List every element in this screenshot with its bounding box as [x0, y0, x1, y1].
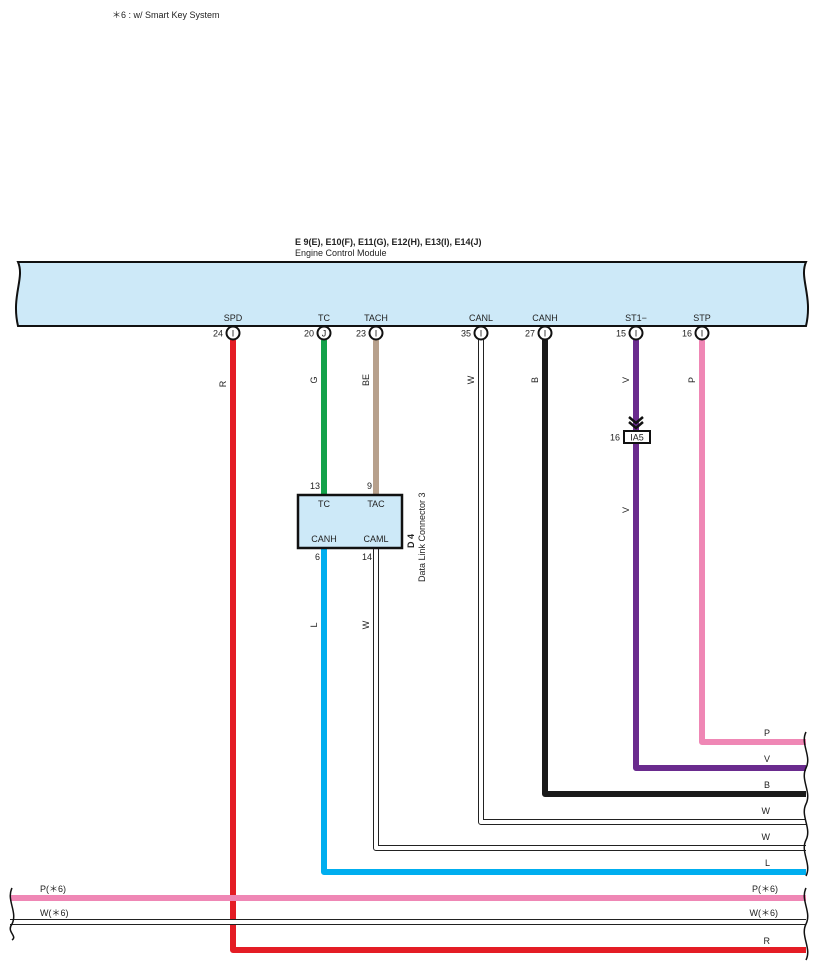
ecm-terminal-tach: I 23 [356, 325, 384, 341]
ecm-terminal-spd-label: SPD [224, 313, 243, 323]
wire-code-canl: W [466, 375, 476, 384]
right-label-w6: W(＊6) [750, 908, 779, 918]
ecm-title: E 9(E), E10(F), E11(G), E12(H), E13(I), … [295, 237, 482, 247]
ecm-pin-spd: 24 [213, 329, 223, 339]
right-edge-break-lower [803, 887, 809, 961]
ecm-terminal-st1-label: ST1− [625, 313, 647, 323]
ecm-pin-st1: 15 [616, 329, 626, 339]
ecm-terminal-stp-label: STP [693, 313, 711, 323]
right-edge-break-upper [803, 731, 809, 877]
dlc-name: Data Link Connector 3 [417, 492, 427, 582]
ecm-pin-canh: 27 [525, 329, 535, 339]
data-link-connector: TC TAC CANH CAML 13 9 6 14 D 4 Data Link… [296, 481, 427, 582]
wire-dlc-canh [321, 548, 806, 875]
wire-dlc-caml-outline [373, 548, 806, 851]
junction-pin: 16 [610, 433, 620, 443]
ecm-terminal-st1: I 15 [616, 325, 644, 341]
svg-text:I: I [701, 329, 704, 339]
ecm-terminal-stp: I 16 [682, 325, 710, 341]
ecm-pin-tc: 20 [304, 329, 314, 339]
wire-stp [699, 340, 806, 745]
wire-st1-lower [633, 443, 806, 771]
left-label-p6: P(＊6) [40, 884, 66, 894]
svg-text:I: I [480, 329, 483, 339]
dlc-id: D 4 [406, 534, 416, 548]
wire-code-spd: R [218, 380, 228, 387]
left-label-w6: W(＊6) [40, 908, 69, 918]
ecm-pin-stp: 16 [682, 329, 692, 339]
dlc-pin-caml-number: 14 [362, 552, 372, 562]
wire-code-canh: B [530, 377, 540, 383]
wire-code-dlc-caml: W [361, 620, 371, 629]
svg-text:I: I [635, 329, 638, 339]
wire-canl-outline [478, 340, 806, 825]
wire-code-tc: G [309, 376, 319, 383]
svg-text:I: I [375, 329, 378, 339]
wire-code-st1: V [621, 377, 631, 383]
dlc-pin-canh-number: 6 [315, 552, 320, 562]
dlc-pin-tc-label: TC [318, 499, 330, 509]
dlc-pin-tac-label: TAC [367, 499, 385, 509]
ecm-name: Engine Control Module [295, 248, 387, 258]
ecm-body [14, 261, 810, 327]
svg-text:I: I [544, 329, 547, 339]
svg-text:I: I [232, 329, 235, 339]
connector-arrow-icon [628, 416, 644, 425]
left-edge-break [9, 887, 15, 941]
wire-code-st1-lower: V [621, 507, 631, 513]
junction-label: IA5 [630, 433, 644, 443]
ecm-terminal-spd: I 24 [213, 325, 241, 341]
ecm-terminal-tc-label: TC [318, 313, 330, 323]
wire-canh [542, 340, 806, 797]
right-label-w-caml: W [762, 832, 771, 842]
junction-connector-ia5: IA5 16 [610, 416, 651, 444]
svg-text:J: J [322, 329, 327, 339]
ecm-pin-tach: 23 [356, 329, 366, 339]
footnote: ＊6 : w/ Smart Key System [112, 10, 220, 20]
ecm-pin-canl: 35 [461, 329, 471, 339]
ecm-terminal-canh-label: CANH [532, 313, 558, 323]
right-label-b: B [764, 780, 770, 790]
dlc-pin-canh-label: CANH [311, 534, 337, 544]
right-label-r: R [764, 936, 771, 946]
right-label-p: P [764, 728, 770, 738]
ecm-terminal-canl: I 35 [461, 325, 489, 341]
dlc-pin-tac-number: 9 [367, 481, 372, 491]
wire-code-dlc-canh: L [309, 622, 319, 627]
right-label-w-canl: W [762, 806, 771, 816]
wire-canl [479, 340, 806, 824]
wire-code-tach: BE [361, 374, 371, 386]
ecm-terminal-tc: J 20 [304, 325, 332, 341]
dlc-pin-caml-label: CAML [363, 534, 388, 544]
dlc-pin-tc-number: 13 [310, 481, 320, 491]
ecm-terminal-canl-label: CANL [469, 313, 493, 323]
right-label-v: V [764, 754, 770, 764]
right-label-l: L [765, 858, 770, 868]
wire-code-stp: P [687, 377, 697, 383]
right-label-p6: P(＊6) [752, 884, 778, 894]
ecm-terminal-tach-label: TACH [364, 313, 388, 323]
wire-spd [230, 340, 806, 953]
ecm-terminal-canh: I 27 [525, 325, 553, 341]
wire-dlc-caml [374, 548, 806, 850]
